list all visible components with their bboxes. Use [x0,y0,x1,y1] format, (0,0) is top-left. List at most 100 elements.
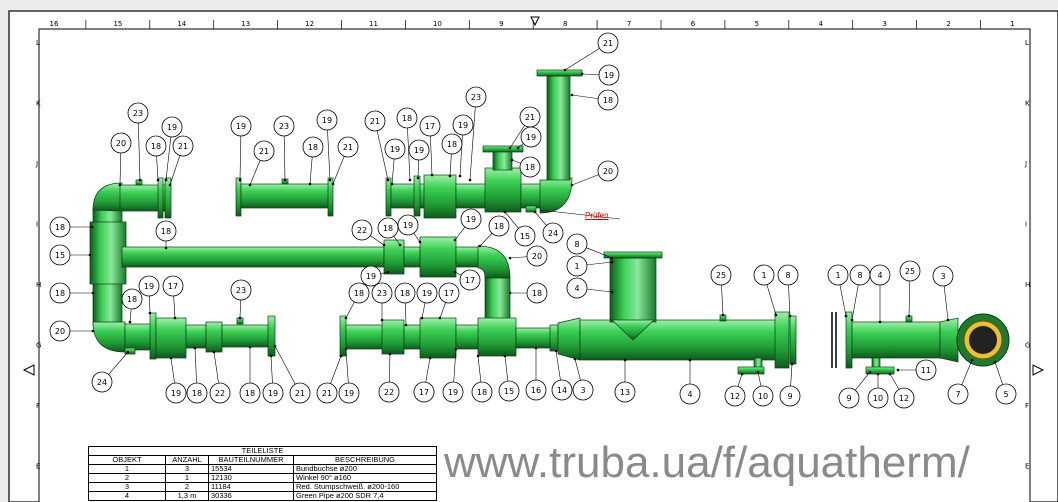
reducer [939,317,959,363]
leader-arrow [248,345,252,349]
column-label: 3 [882,20,886,28]
leader-line [790,363,793,387]
balloon-circle [348,282,370,304]
leader-arrow [128,320,132,324]
item-balloon: 7 [947,358,974,405]
balloon-number: 20 [116,139,126,148]
item-balloon: 5 [993,360,1017,405]
leader-arrow [344,316,348,320]
item-balloon: 18 [478,215,510,248]
balloon-number: 25 [716,271,726,280]
pipe-segment [579,319,777,361]
balloon-circle [679,383,701,405]
leader-arrow [164,246,168,250]
balloon-circle [710,264,732,286]
tee-fitting [477,317,517,357]
balloon-number: 13 [620,388,630,397]
leader-line [564,48,600,71]
leader-arrow [169,356,173,360]
balloon-circle [779,385,801,407]
balloon-circle [316,109,338,131]
leader-arrow [273,344,277,348]
item-balloon: 19 [442,347,464,403]
leader-arrow [382,243,386,247]
row-label: G [36,342,41,350]
item-balloon: 4 [679,358,701,405]
leader-arrow [896,368,900,372]
leader-arrow [90,225,94,229]
balloon-number: 8 [857,271,862,280]
leader-line [459,134,463,177]
leader-arrow [510,158,514,162]
balloon-circle [442,381,464,403]
balloon-number: 19 [171,389,181,398]
balloon-circle [488,215,510,237]
row-label: H [1025,281,1030,289]
item-balloon: 19 [165,356,187,404]
balloon-circle [724,385,746,407]
leader-arrow [790,362,794,366]
leader-line [393,235,401,246]
leader-arrow [721,313,725,317]
balloon-number: 22 [384,388,394,397]
balloon-number: 18 [603,96,613,105]
break-line [831,312,837,368]
item-balloon: 10 [867,372,889,409]
item-balloon: 15 [49,244,92,266]
balloon-number: 19 [448,388,458,397]
balloon-number: 19 [458,121,468,130]
balloon-number: 12 [730,392,740,401]
leader-line [571,174,599,186]
balloon-number: 23 [133,109,143,118]
balloon-number: 18 [245,389,255,398]
item-balloon: 19 [360,265,390,287]
leader-arrow [168,183,172,187]
pipe-segment [455,324,482,350]
item-balloon: 21 [316,354,343,404]
leader-arrow [907,314,911,318]
balloon-number: 23 [279,122,289,131]
item-balloon: 18 [121,288,143,324]
column-label: 5 [755,20,759,28]
balloon-number: 19 [144,282,154,291]
balloon-circle [155,220,177,242]
leader-line [469,106,476,181]
column-label: 11 [369,20,378,28]
balloon-circle [172,135,194,157]
item-balloon: 18 [396,107,418,182]
item-balloon: 18 [49,216,94,238]
leader-line [586,261,613,266]
column-label: 13 [241,20,250,28]
tee-branch [609,257,657,323]
leader-arrow [580,72,584,76]
row-label: F [1025,402,1029,410]
balloon-circle [752,385,774,407]
leader-arrow [458,174,462,178]
leader-line [766,284,777,316]
leader-line [119,152,122,186]
balloon-number: 23 [471,93,481,102]
balloon-number: 20 [532,252,542,261]
balloon-number: 19 [466,215,476,224]
balloon-circle [239,382,261,404]
balloon-number: 15 [520,232,530,241]
pipe-segment [455,183,487,209]
balloon-circle [378,381,400,403]
balloon-circle [614,381,636,403]
balloon-number: 20 [55,327,65,336]
item-balloon: 8 [566,233,614,260]
balloon-number: 18 [151,142,161,151]
balloon-number: 14 [557,386,567,395]
balloon-number: 9 [787,392,792,401]
balloon-number: 18 [354,289,364,298]
balloon-number: 19 [322,116,332,125]
leader-arrow [468,178,472,182]
row-label: E [36,463,40,471]
balloon-circle [542,222,564,244]
balloon-number: 18 [447,140,457,149]
balloon-circle [827,264,849,286]
leader-arrow [380,318,384,322]
item-balloon: 10 [752,370,774,407]
pipe-segment [403,246,421,268]
